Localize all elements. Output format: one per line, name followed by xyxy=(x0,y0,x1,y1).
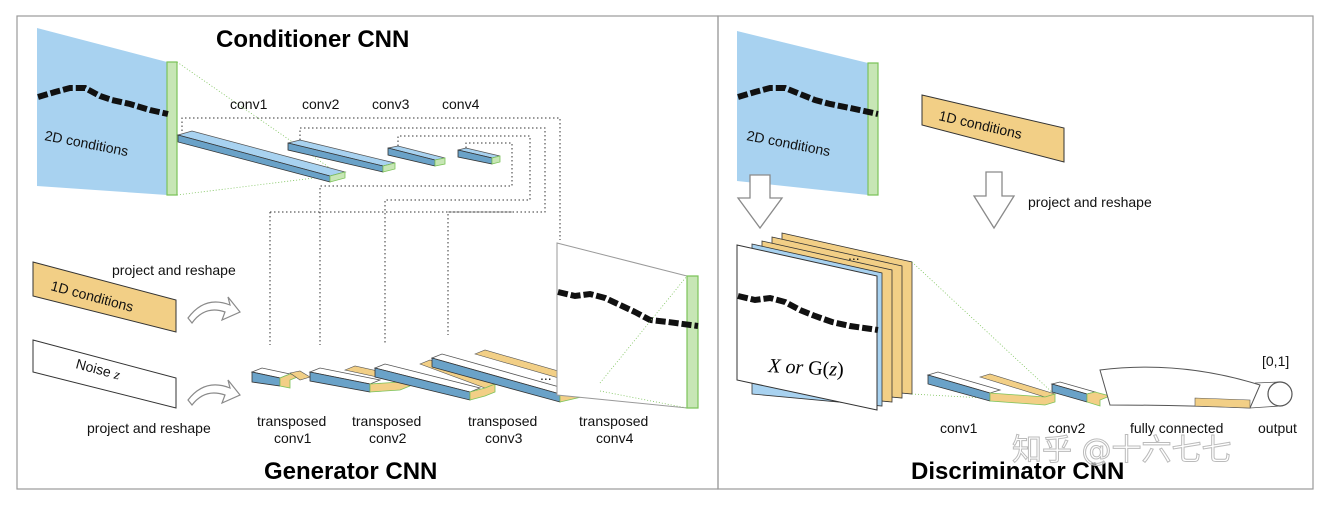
discriminator-title: Discriminator CNN xyxy=(911,458,1124,485)
generator-title: Generator CNN xyxy=(264,458,437,485)
noise-input: Noise z xyxy=(32,339,177,409)
tconv4-label-line1: transposed xyxy=(579,413,648,429)
conditioner-conv3-label: conv3 xyxy=(372,96,410,112)
project-reshape-label-top: project and reshape xyxy=(112,262,236,278)
tconv3-label-line1: transposed xyxy=(468,413,537,429)
discriminator-panel-frame xyxy=(717,15,1314,490)
conditioner-conv1-block xyxy=(176,130,347,183)
disc-output-label: output xyxy=(1258,420,1297,436)
conditioner-title: Conditioner CNN xyxy=(216,26,409,53)
stack-dots: ... xyxy=(848,247,860,263)
output-node xyxy=(1267,381,1293,407)
curved-arrow-bottom-icon xyxy=(187,379,241,406)
conditioner-conv4-block xyxy=(457,147,501,165)
tconv2-label-line1: transposed xyxy=(352,413,421,429)
project-reshape-label-right: project and reshape xyxy=(1028,194,1152,210)
conditioner-conv2-block xyxy=(287,139,396,173)
output-range-label: [0,1] xyxy=(1262,353,1289,369)
generator-output-sheet xyxy=(556,242,699,409)
disc-conv2-label: conv2 xyxy=(1048,420,1086,436)
fully-connected-layer xyxy=(1099,366,1261,409)
disc-conv1-label: conv1 xyxy=(940,420,978,436)
conditioner-conv4-label: conv4 xyxy=(442,96,480,112)
conditioner-conv1-label: conv1 xyxy=(230,96,268,112)
discriminator-input-stack: ... X or G(z) xyxy=(736,232,913,411)
watermark: 知乎 @十六七七 xyxy=(1012,433,1232,468)
tconv4-label-line2: conv4 xyxy=(596,430,634,446)
down-arrow-right-icon xyxy=(972,171,1016,230)
conditioner-conv3-block xyxy=(387,145,446,167)
project-reshape-label-bottom: project and reshape xyxy=(87,420,211,436)
conditioner-conv2-label: conv2 xyxy=(302,96,340,112)
down-arrow-left-icon xyxy=(736,174,784,230)
generator-tconv4-block: ... xyxy=(430,349,601,403)
discriminator-conv2-block xyxy=(1050,381,1112,407)
tconv2-label-line2: conv2 xyxy=(369,430,407,446)
conditioner-2d-conditions-input: 2D conditions xyxy=(37,28,178,196)
discriminator-conv1-block xyxy=(926,371,1057,406)
curved-arrow-top-icon xyxy=(187,296,241,324)
tconv3-label-line2: conv3 xyxy=(485,430,523,446)
tconv4-dots: ... xyxy=(540,367,552,383)
skip-connections xyxy=(181,117,561,345)
tconv1-label-line2: conv1 xyxy=(274,430,312,446)
discriminator-2d-conditions-input: 2D conditions xyxy=(737,31,879,196)
cond1d-input-right: 1D conditions xyxy=(921,94,1065,163)
input-x-or-gz-label: X or G(z) xyxy=(767,355,845,381)
tconv1-label-line1: transposed xyxy=(257,413,326,429)
disc-fc-label: fully connected xyxy=(1130,420,1223,436)
generator-tconv1-block xyxy=(250,367,311,389)
